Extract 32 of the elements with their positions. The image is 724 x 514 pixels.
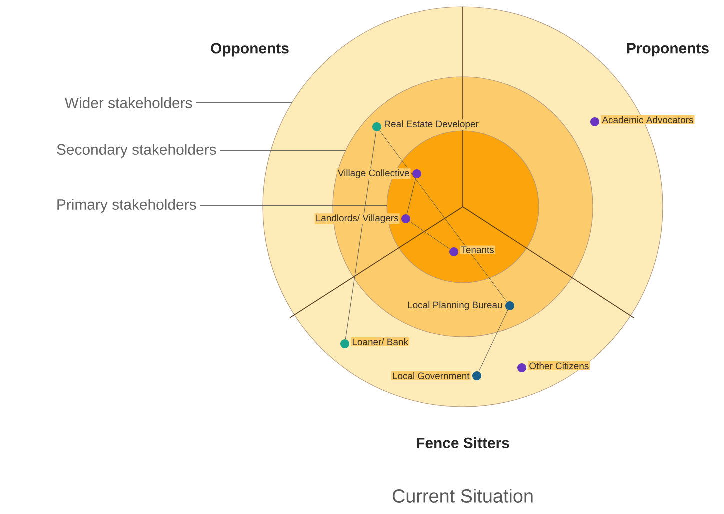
sector-title: Fence Sitters bbox=[417, 438, 510, 448]
stakeholder-label: Real Estate Developer bbox=[383, 120, 480, 130]
stakeholder-dot bbox=[412, 170, 422, 178]
caption: Current Situation bbox=[392, 489, 533, 503]
connector-line bbox=[478, 310, 508, 372]
connector-line bbox=[345, 131, 377, 340]
stakeholder-dot bbox=[590, 118, 600, 126]
stakeholder-label: Village Collective bbox=[336, 168, 411, 180]
ring-label: Primary stakeholders bbox=[58, 199, 196, 213]
stakeholder-label: Tenants bbox=[460, 246, 496, 254]
stakeholder-dot bbox=[372, 122, 382, 132]
leader-line bbox=[220, 150, 346, 152]
stakeholder-label: Local Planning Bureau bbox=[406, 300, 504, 312]
stakeholder-label: Local Government bbox=[391, 372, 471, 380]
stakeholder-dot bbox=[402, 214, 410, 224]
stakeholder-dot bbox=[472, 372, 482, 380]
connector-line bbox=[410, 221, 450, 250]
sector-title: Proponents bbox=[628, 43, 709, 57]
connector-line bbox=[380, 130, 508, 302]
connector-line bbox=[406, 178, 416, 215]
stakeholder-dot bbox=[450, 248, 458, 256]
stakeholder-label: Landlords/ Villagers bbox=[314, 214, 400, 224]
sector-title: Opponents bbox=[211, 43, 289, 57]
ring-label: Secondary stakeholders bbox=[57, 144, 216, 158]
stakeholder-dot bbox=[518, 364, 526, 372]
stakeholder-label: Other Citizens bbox=[528, 362, 590, 370]
leader-line bbox=[196, 102, 293, 104]
stakeholder-label: Academic Advocators bbox=[601, 116, 695, 124]
stakeholder-label: Loaner/ Bank bbox=[351, 338, 410, 346]
ring-label: Wider stakeholders bbox=[64, 98, 192, 108]
stakeholder-dot bbox=[340, 340, 350, 348]
stakeholder-dot bbox=[506, 302, 514, 310]
